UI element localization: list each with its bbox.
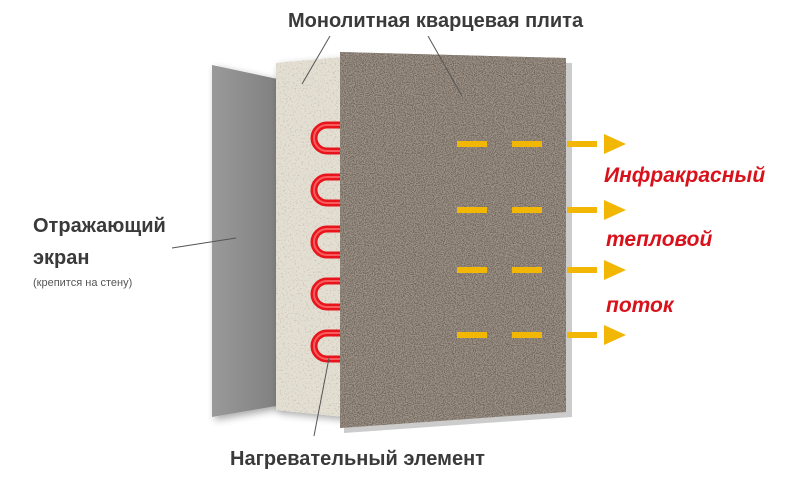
flow-dash (512, 267, 542, 273)
flow-arrow-4 (457, 325, 626, 345)
flow-dash (567, 332, 597, 338)
flow-dash (512, 141, 542, 147)
leader-line-reflector (171, 237, 237, 249)
flow-dash (457, 332, 487, 338)
flow-arrow-2 (457, 200, 626, 220)
infrared-flow-arrows (457, 134, 626, 345)
label-flow-line3: поток (606, 294, 675, 317)
flow-dash (457, 207, 487, 213)
flow-arrow-head (604, 325, 626, 345)
quartz-plate (340, 52, 572, 433)
flow-dash (512, 332, 542, 338)
flow-dash (512, 207, 542, 213)
label-flow-line1: Инфракрасный (604, 164, 765, 187)
flow-dash (457, 141, 487, 147)
flow-dash (567, 267, 597, 273)
flow-dash (567, 141, 597, 147)
flow-arrow-3 (457, 260, 626, 280)
flow-dash (567, 207, 597, 213)
flow-arrow-head (604, 200, 626, 220)
heating-coil-highlight (313, 124, 353, 360)
label-quartz-plate: Монолитная кварцевая плита (288, 10, 584, 32)
flow-arrow-head (604, 260, 626, 280)
label-heating-element: Нагревательный элемент (230, 448, 485, 470)
label-flow-line2: тепловой (606, 228, 713, 251)
leader-line-top (301, 35, 331, 85)
label-reflector-line2: экран (33, 247, 89, 269)
heating-coil (310, 121, 356, 363)
flow-arrow-1 (457, 134, 626, 154)
leader-line-top-quartz (427, 35, 463, 97)
label-reflector-line1: Отражающий (33, 215, 166, 237)
flow-dash (457, 267, 487, 273)
leader-line-heating (313, 357, 330, 437)
label-reflector-note: (крепится на стену) (33, 277, 132, 289)
reflector-panel (212, 65, 282, 417)
flow-arrow-head (604, 134, 626, 154)
